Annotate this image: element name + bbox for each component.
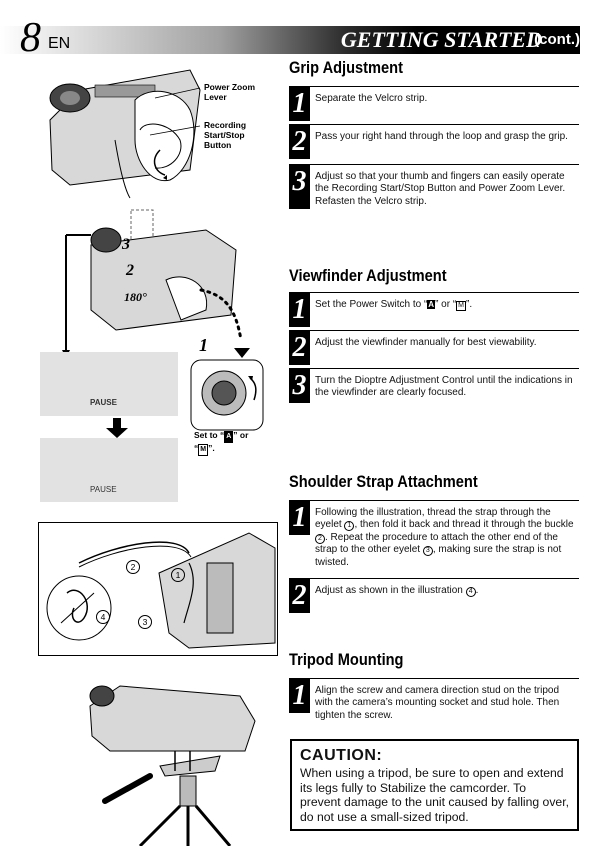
screen-blurry-text: PAUSE xyxy=(90,398,117,407)
step-text-b: ” or “ xyxy=(435,299,457,310)
grip-illustration xyxy=(40,60,280,200)
caution-box: CAUTION: When using a tripod, be sure to… xyxy=(290,739,579,831)
inline-callout-2: 2 xyxy=(315,533,325,544)
viewfinder-step-3: 3 Turn the Dioptre Adjustment Control un… xyxy=(289,368,579,410)
step-text: Adjust the viewfinder manually for best … xyxy=(315,337,537,348)
step-number: 1 xyxy=(289,679,310,713)
strap-step-1: 1 Following the illustration, thread the… xyxy=(289,500,579,578)
step-text-b: , then fold it back and thread it throug… xyxy=(354,519,574,531)
viewfinder-title: Viewfinder Adjustment xyxy=(289,266,447,285)
angle-label: 180° xyxy=(124,290,147,304)
set-to-mid: ” or xyxy=(233,430,249,440)
step-number: 3 xyxy=(289,165,310,209)
page-title: GETTING STARTED xyxy=(340,27,542,52)
header-band xyxy=(0,26,580,54)
strap-title: Shoulder Strap Attachment xyxy=(289,472,478,491)
viewfinder-step-1: 1 Set the Power Switch to “A” or “M”. xyxy=(289,292,579,332)
page-number: 8 xyxy=(20,15,41,61)
step-number: 2 xyxy=(289,125,310,159)
mode-m-icon: M xyxy=(198,444,209,456)
viewfinder-screen-blurry xyxy=(40,352,178,416)
step-text-c: ”. xyxy=(466,299,473,310)
step-text: Following the illustration, thread the s… xyxy=(315,507,579,569)
strap-callout-4: 4 xyxy=(96,610,110,624)
viewfinder-screen-clear xyxy=(40,438,178,502)
step-text: Adjust as shown in the illustration 4. xyxy=(315,585,579,597)
strap-step-2: 2 Adjust as shown in the illustration 4. xyxy=(289,578,579,618)
step-text-b: . xyxy=(475,585,479,596)
page-language: EN xyxy=(48,35,71,52)
set-to-label: Set to “A” or “M”. xyxy=(194,430,274,456)
inline-callout-3: 3 xyxy=(422,546,433,557)
strap-callout-2: 2 xyxy=(126,560,140,574)
grip-step-3: 3 Adjust so that your thumb and fingers … xyxy=(289,164,579,212)
step-text-a: Adjust as shown in the illustration xyxy=(315,585,466,596)
callout-1: 1 xyxy=(199,335,208,355)
power-zoom-lever-label: Power Zoom Lever xyxy=(204,82,256,102)
screen-clear-text: PAUSE xyxy=(90,485,117,494)
step-text: Separate the Velcro strip. xyxy=(315,93,428,104)
set-to-end: ”. xyxy=(208,443,215,453)
inline-callout-1: 1 xyxy=(344,521,355,532)
step-text: Pass your right hand through the loop an… xyxy=(315,131,568,142)
step-text-a: Following the illustration, thread the s… xyxy=(315,507,551,531)
strap-illustration xyxy=(38,522,278,656)
mode-m-icon: M xyxy=(456,301,467,311)
step-text-d: , making sure the strap is not twisted. xyxy=(315,544,562,568)
callout-3: 3 xyxy=(122,236,130,253)
step-text: Turn the Dioptre Adjustment Control unti… xyxy=(315,375,573,399)
step-number: 2 xyxy=(289,331,310,365)
caution-title: CAUTION: xyxy=(300,747,383,764)
strap-callout-3: 3 xyxy=(138,615,152,629)
caution-text: When using a tripod, be sure to open and… xyxy=(300,766,569,824)
recording-button-label: Recording Start/Stop Button xyxy=(204,120,247,150)
set-to-prefix: Set to “ xyxy=(194,430,225,440)
step-text: Adjust so that your thumb and fingers ca… xyxy=(315,171,566,207)
page-title-cont: (cont.) xyxy=(534,31,580,48)
grip-step-2: 2 Pass your right hand through the loop … xyxy=(289,124,579,166)
step-text-a: Set the Power Switch to “ xyxy=(315,299,428,310)
tripod-illustration xyxy=(80,676,270,848)
mode-a-icon: A xyxy=(224,431,234,443)
viewfinder-step-2: 2 Adjust the viewfinder manually for bes… xyxy=(289,330,579,370)
set-to-suffix: “ xyxy=(194,443,199,453)
step-text: Align the screw and camera direction stu… xyxy=(315,685,560,721)
grip-step-1: 1 Separate the Velcro strip. xyxy=(289,86,579,126)
strap-callout-1: 1 xyxy=(171,568,185,582)
step-number: 1 xyxy=(289,501,310,535)
grip-title: Grip Adjustment xyxy=(289,58,403,77)
step-number: 3 xyxy=(289,369,310,403)
step-number: 1 xyxy=(289,87,310,121)
step-text-c: . Repeat the procedure to attach the oth… xyxy=(315,531,558,556)
tripod-step-1: 1 Align the screw and camera direction s… xyxy=(289,678,579,728)
mode-a-icon: A xyxy=(427,300,436,309)
step-text: Set the Power Switch to “A” or “M”. xyxy=(315,299,579,311)
step-number: 1 xyxy=(289,293,310,327)
viewfinder-illustration xyxy=(36,200,276,530)
callout-2: 2 xyxy=(126,262,134,279)
inline-callout-4: 4 xyxy=(465,587,476,597)
step-number: 2 xyxy=(289,579,310,613)
tripod-title: Tripod Mounting xyxy=(289,650,404,669)
